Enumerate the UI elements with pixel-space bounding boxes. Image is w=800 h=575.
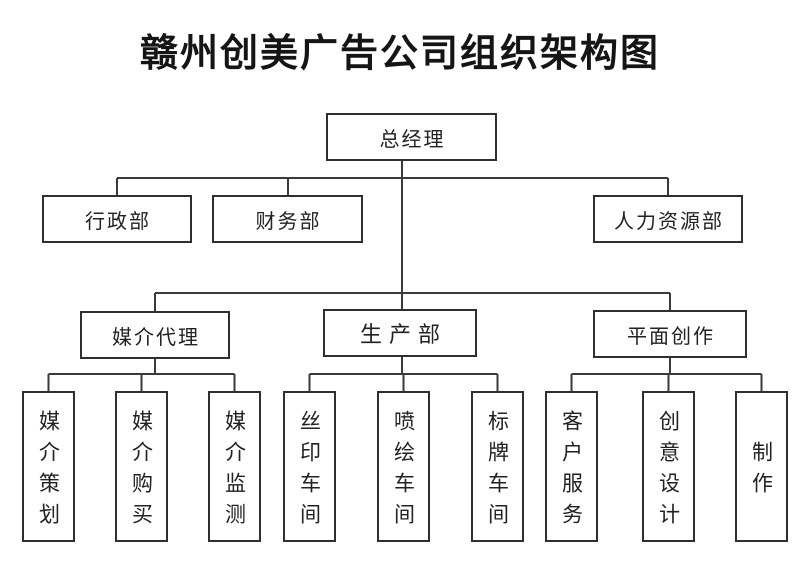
node-admin-dept: 行政部	[42, 195, 192, 243]
connector-path	[47, 161, 763, 391]
node-finance-dept-label: 财务部	[255, 208, 322, 233]
node-media-agency: 媒介代理	[80, 311, 230, 359]
node-graphic-creation: 平面创作	[593, 310, 747, 358]
node-production-dept-label: 生产部	[359, 323, 447, 348]
node-media-buying: 媒介购买	[115, 391, 168, 542]
node-finance-dept: 财务部	[212, 195, 363, 243]
node-media-planning: 媒介策划	[22, 391, 75, 542]
node-creative-design: 创意设计	[642, 391, 695, 542]
node-making: 制作	[735, 391, 788, 542]
node-media-agency-label: 媒介代理	[112, 324, 200, 349]
node-media-buying-label: 媒介购买	[129, 409, 154, 534]
node-media-planning-label: 媒介策划	[36, 409, 61, 534]
node-media-monitoring-label: 媒介监测	[222, 409, 247, 534]
node-silkscreen-workshop: 丝印车间	[283, 391, 336, 542]
node-general-manager-label: 总经理	[379, 126, 446, 151]
node-graphic-creation-label: 平面创作	[627, 323, 715, 348]
node-inkjet-workshop-label: 喷绘车间	[391, 409, 416, 534]
node-media-monitoring: 媒介监测	[208, 391, 261, 542]
node-sign-workshop: 标牌车间	[471, 391, 524, 542]
node-creative-design-label: 创意设计	[656, 409, 681, 534]
node-customer-service: 客户服务	[545, 391, 598, 542]
node-hr-dept: 人力资源部	[593, 195, 743, 243]
node-hr-dept-label: 人力资源部	[614, 208, 724, 233]
node-silkscreen-workshop-label: 丝印车间	[297, 409, 322, 534]
node-admin-dept-label: 行政部	[85, 208, 151, 233]
node-general-manager: 总经理	[326, 113, 497, 161]
node-production-dept: 生产部	[323, 309, 477, 357]
page-title: 赣州创美广告公司组织架构图	[139, 31, 660, 75]
node-sign-workshop-label: 标牌车间	[485, 409, 510, 534]
node-customer-service-label: 客户服务	[559, 409, 584, 534]
node-making-label: 制作	[749, 440, 774, 503]
node-inkjet-workshop: 喷绘车间	[377, 391, 430, 542]
